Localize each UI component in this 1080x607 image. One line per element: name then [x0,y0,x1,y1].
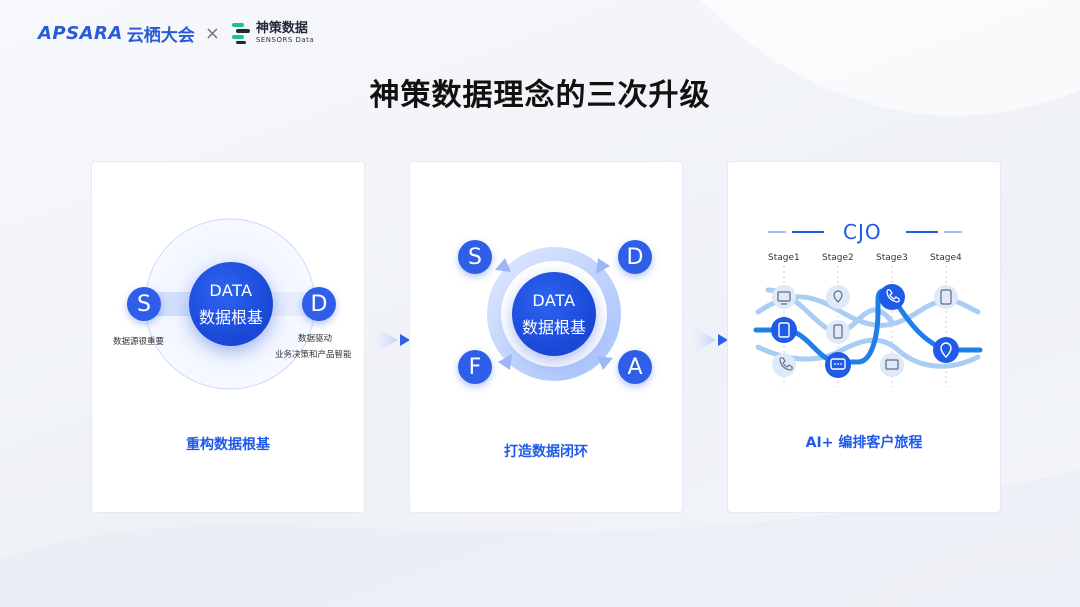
d-caption-1: 数据驱动 [298,334,333,344]
arrow-right-icon [682,321,728,359]
s-circle: S [127,287,161,321]
core-data-label: DATA [532,290,576,310]
d-circle: D [618,240,652,274]
s-caption: 数据源很重要 [113,337,165,347]
card-label: 打造数据闭环 [504,444,588,460]
sensors-cn: 神策数据 [255,21,308,36]
s-circle: S [458,240,492,274]
stage-label: Stage1 [768,253,800,263]
card-label: 重构数据根基 [186,437,270,453]
times-separator: × [204,22,220,44]
core-foundation-label: 数据根基 [198,307,263,327]
stage-label: Stage3 [876,253,908,263]
header-logos: APSARA 云栖大会 × 神策数据 SENSORS Data [38,18,314,48]
cjo-diagram [753,231,983,387]
f-circle: F [458,350,492,384]
core-foundation-label: 数据根基 [521,317,586,337]
cjo-title: CJO [843,220,882,244]
card-build-data-loop: DATA 数据根基 S D F A 打造数据闭环 [409,161,683,513]
sensors-en: SENSORS Data [255,36,315,44]
stage-label: Stage4 [930,253,962,263]
yunqi-logo-text: 云栖大会 [126,25,195,46]
data-foundation-core: DATA 数据根基 [512,272,596,356]
page-title: 神策数据理念的三次升级 [369,78,711,113]
card-rebuild-data-foundation: DATA 数据根基 S D 数据源很重要 数据驱动 业务决策和产品智能 重构数据… [91,161,365,513]
data-foundation-core: DATA 数据根基 [189,262,273,346]
card-ai-customer-journey: CJO Stage1 Stage2 Stage3 Stage4 AI+ 编排客户… [727,161,1001,513]
sensors-data-logo-text: 神策数据 SENSORS Data [256,22,314,44]
a-circle: A [618,350,652,384]
apsara-logo: APSARA [38,22,123,44]
core-data-label: DATA [209,280,253,300]
card-label: AI+ 编排客户旅程 [805,435,923,451]
d-circle: D [302,287,336,321]
stage-label: Stage2 [822,253,854,263]
sensors-data-logo-icon [231,23,250,44]
arrow-right-icon [364,321,410,359]
d-caption-2: 业务决策和产品智能 [275,350,352,360]
